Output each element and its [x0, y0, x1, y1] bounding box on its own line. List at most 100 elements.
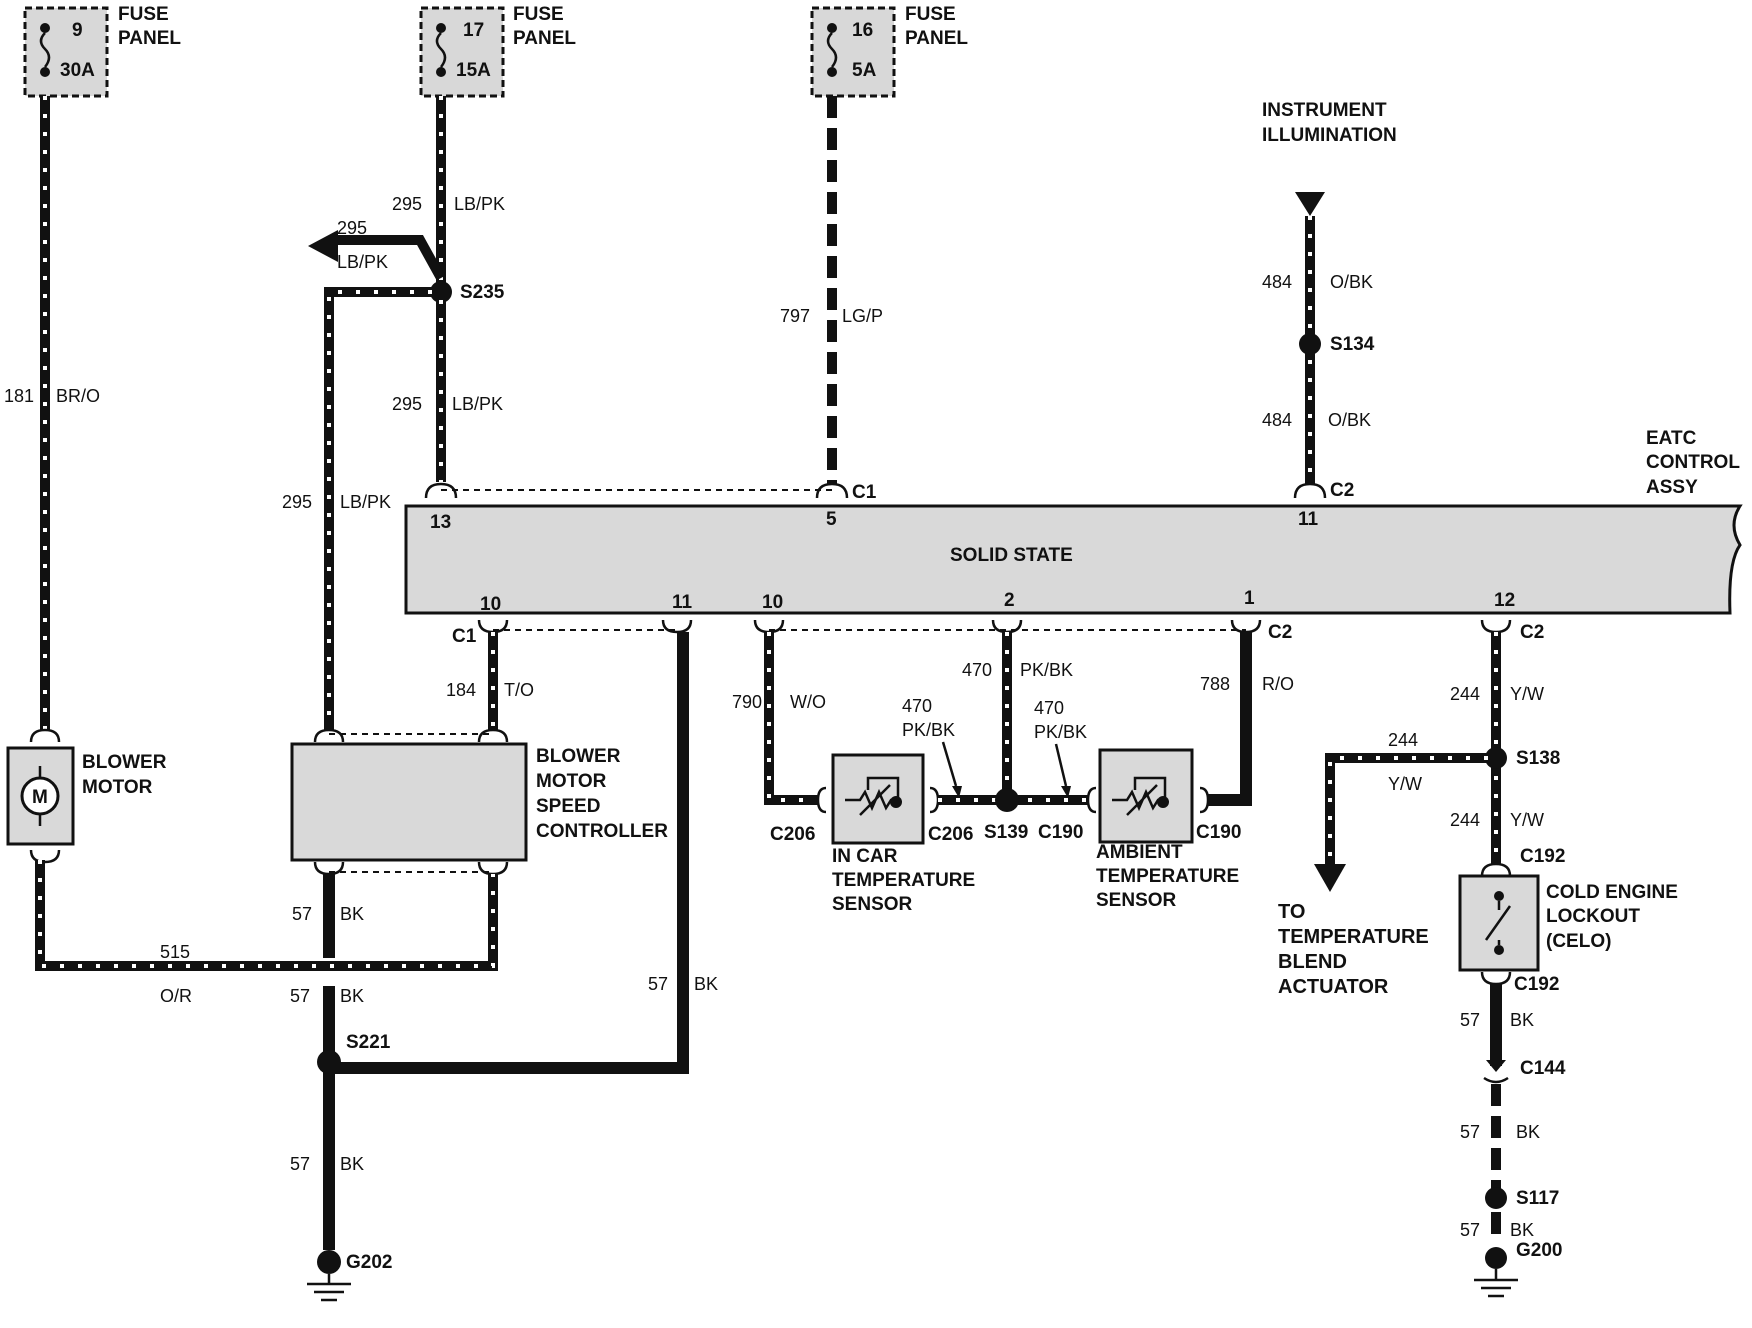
svg-text:ILLUMINATION: ILLUMINATION: [1262, 125, 1397, 146]
ground-icon: [1474, 1247, 1518, 1298]
fuse-16: 16 5A FUSE PANEL: [810, 4, 968, 98]
svg-text:515: 515: [160, 942, 190, 962]
svg-text:LB/PK: LB/PK: [337, 252, 388, 272]
svg-text:PANEL: PANEL: [513, 28, 576, 49]
svg-text:EATC: EATC: [1646, 428, 1697, 449]
splice-s117: [1485, 1187, 1507, 1209]
svg-text:C1: C1: [452, 626, 477, 647]
svg-text:ACTUATOR: ACTUATOR: [1278, 976, 1389, 998]
svg-text:G200: G200: [1516, 1240, 1562, 1261]
svg-text:SENSOR: SENSOR: [832, 894, 913, 915]
svg-text:COLD ENGINE: COLD ENGINE: [1546, 882, 1678, 903]
svg-text:16: 16: [852, 20, 873, 41]
svg-text:TEMPERATURE: TEMPERATURE: [832, 870, 975, 891]
svg-text:S134: S134: [1330, 334, 1375, 355]
svg-text:SENSOR: SENSOR: [1096, 890, 1177, 911]
svg-text:BK: BK: [340, 986, 364, 1006]
svg-text:184: 184: [446, 680, 476, 700]
svg-text:57: 57: [1460, 1220, 1480, 1240]
svg-text:57: 57: [290, 986, 310, 1006]
svg-text:SPEED: SPEED: [536, 796, 600, 817]
svg-text:1: 1: [1244, 588, 1255, 609]
svg-text:TEMPERATURE: TEMPERATURE: [1278, 926, 1429, 948]
eatc-control-module: [404, 504, 1743, 615]
svg-text:LB/PK: LB/PK: [454, 194, 505, 214]
svg-text:Y/W: Y/W: [1510, 684, 1544, 704]
svg-text:LB/PK: LB/PK: [340, 492, 391, 512]
svg-text:790: 790: [732, 692, 762, 712]
fuse-17: 17 15A FUSE PANEL: [419, 4, 576, 98]
svg-text:295: 295: [392, 194, 422, 214]
svg-text:244: 244: [1388, 730, 1418, 750]
svg-text:57: 57: [290, 1154, 310, 1174]
svg-text:C1: C1: [852, 482, 877, 503]
svg-text:PANEL: PANEL: [905, 28, 968, 49]
svg-text:2: 2: [1004, 590, 1015, 611]
svg-text:Y/W: Y/W: [1388, 774, 1422, 794]
svg-text:BK: BK: [694, 974, 718, 994]
svg-text:SOLID STATE: SOLID STATE: [950, 545, 1073, 566]
svg-text:C190: C190: [1038, 822, 1083, 843]
svg-text:IN CAR: IN CAR: [832, 846, 898, 867]
svg-text:BLOWER: BLOWER: [536, 746, 621, 767]
arrow-left-icon: [308, 230, 338, 262]
svg-text:W/O: W/O: [790, 692, 826, 712]
svg-text:10: 10: [762, 592, 783, 613]
svg-text:244: 244: [1450, 684, 1480, 704]
svg-text:BK: BK: [1510, 1010, 1534, 1030]
svg-text:ASSY: ASSY: [1646, 477, 1698, 498]
svg-text:10: 10: [480, 594, 501, 615]
svg-text:788: 788: [1200, 674, 1230, 694]
svg-text:O/BK: O/BK: [1328, 410, 1371, 430]
switch-icon: [1484, 891, 1512, 955]
svg-text:11: 11: [1298, 509, 1319, 530]
svg-text:470: 470: [962, 660, 992, 680]
svg-text:11: 11: [672, 592, 693, 613]
svg-text:S138: S138: [1516, 748, 1560, 769]
svg-text:O/BK: O/BK: [1330, 272, 1373, 292]
svg-text:S139: S139: [984, 822, 1028, 843]
svg-text:12: 12: [1494, 590, 1515, 611]
svg-text:BK: BK: [340, 1154, 364, 1174]
svg-text:AMBIENT: AMBIENT: [1096, 842, 1183, 863]
svg-text:470: 470: [902, 696, 932, 716]
thermistor-icon: [845, 776, 902, 816]
svg-text:5A: 5A: [852, 60, 877, 81]
svg-text:15A: 15A: [456, 60, 491, 81]
svg-text:C206: C206: [770, 824, 815, 845]
svg-text:G202: G202: [346, 1252, 392, 1273]
svg-text:LB/PK: LB/PK: [452, 394, 503, 414]
svg-text:CONTROL: CONTROL: [1646, 452, 1740, 473]
svg-text:S221: S221: [346, 1032, 391, 1053]
svg-text:R/O: R/O: [1262, 674, 1294, 694]
svg-text:57: 57: [1460, 1122, 1480, 1142]
svg-text:797: 797: [780, 306, 810, 326]
fuse-9: 9 30A FUSE PANEL: [23, 4, 181, 98]
svg-text:C2: C2: [1268, 622, 1292, 643]
svg-text:PK/BK: PK/BK: [1020, 660, 1073, 680]
svg-text:295: 295: [392, 394, 422, 414]
svg-text:BK: BK: [340, 904, 364, 924]
splice-s138: [1485, 747, 1507, 769]
svg-text:C206: C206: [928, 824, 973, 845]
svg-text:57: 57: [292, 904, 312, 924]
svg-text:30A: 30A: [60, 60, 95, 81]
svg-text:57: 57: [648, 974, 668, 994]
svg-text:FUSE: FUSE: [513, 4, 564, 25]
svg-text:181: 181: [4, 386, 34, 406]
svg-text:C2: C2: [1330, 480, 1354, 501]
svg-text:295: 295: [337, 218, 367, 238]
svg-text:M: M: [32, 787, 48, 808]
svg-text:S235: S235: [460, 282, 505, 303]
input-arrow-icon: [1295, 192, 1325, 216]
svg-text:C192: C192: [1514, 974, 1559, 995]
splice-s235: [430, 281, 452, 303]
svg-text:C144: C144: [1520, 1058, 1566, 1079]
svg-text:TO: TO: [1278, 901, 1305, 923]
svg-text:Y/W: Y/W: [1510, 810, 1544, 830]
svg-text:13: 13: [430, 512, 451, 533]
svg-text:MOTOR: MOTOR: [536, 771, 607, 792]
svg-text:CONTROLLER: CONTROLLER: [536, 821, 668, 842]
blower-motor-speed-controller: [290, 742, 528, 862]
